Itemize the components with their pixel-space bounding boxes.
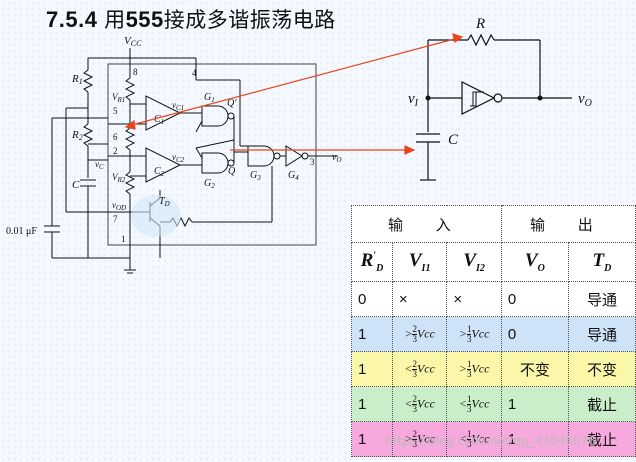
- header-vi2: VI2: [446, 242, 502, 282]
- group-output: 输 出: [500, 205, 636, 243]
- label-g4: G4: [288, 170, 299, 182]
- title-text-b: 接成多谐振荡电路: [163, 8, 336, 32]
- label-vo: vO: [578, 91, 592, 109]
- label-td: TD: [159, 196, 170, 208]
- cell-td: 不变: [567, 351, 636, 387]
- comparator-c1: [145, 95, 182, 131]
- transistor-highlight: [131, 195, 181, 237]
- resistor-div-3: [124, 171, 136, 195]
- label-vo: vO: [332, 152, 342, 164]
- resistor-r1: [82, 69, 94, 93]
- label-c1: C1: [154, 114, 164, 126]
- label-vcc: VCC: [124, 35, 142, 48]
- label-r: R: [475, 16, 485, 32]
- label-c: C: [72, 179, 80, 191]
- pin-1: 1: [121, 234, 126, 244]
- pin-4: 4: [192, 68, 197, 78]
- cell-vo: 0: [500, 281, 569, 317]
- label-q: Q: [228, 166, 236, 177]
- cell-rd: 1: [351, 316, 393, 352]
- title-text-a: 用: [104, 8, 126, 32]
- chip-outline: [107, 63, 317, 246]
- cell-vo: 不变: [500, 351, 569, 387]
- label-vr1: VR1: [112, 92, 125, 104]
- label-g1: G1: [204, 92, 215, 104]
- pin-6: 6: [113, 132, 118, 142]
- header-td: TD: [567, 242, 636, 282]
- label-q-prime: Q′: [227, 98, 237, 109]
- pin-8: 8: [133, 67, 138, 77]
- comparator-c2: [145, 147, 182, 183]
- cell-rd: 1: [351, 386, 393, 422]
- header-rd: R′D: [351, 242, 393, 282]
- pin-2: 2: [113, 146, 118, 156]
- label-r2: R2: [71, 129, 83, 142]
- cell-td: 截止: [567, 421, 636, 457]
- group-input: 输 入: [351, 205, 502, 243]
- label-g3: G3: [250, 170, 261, 182]
- label-g2: G2: [204, 178, 215, 190]
- pin-3: 3: [310, 157, 315, 167]
- resistor-r2: [82, 123, 94, 147]
- cell-rd: 1: [351, 351, 393, 387]
- pin-7: 7: [113, 214, 118, 224]
- label-c: C: [448, 132, 459, 148]
- header-vo: VO: [500, 242, 569, 282]
- label-vi: vI: [408, 91, 419, 109]
- cell-vo: 0: [500, 316, 569, 352]
- arrow-to-r: [127, 37, 459, 127]
- label-vod: vOD: [112, 200, 126, 212]
- watermark: https://blog.csdn.net/qq_43546676: [385, 434, 596, 448]
- resistor-div-2: [124, 127, 136, 151]
- cell-td: 导通: [567, 316, 636, 352]
- resistor-r: [467, 33, 495, 47]
- pin-5: 5: [113, 106, 118, 116]
- resistor-div-1: [124, 77, 136, 101]
- title-number: 7.5.4: [46, 7, 98, 32]
- truth-table: 输 入 输 出 R′D VI1 VI2 VO TD 0 × × 0 导通 1 >…: [351, 205, 636, 457]
- cell-td: 导通: [567, 281, 636, 317]
- header-vi1: VI1: [391, 242, 448, 282]
- label-r1: R1: [71, 73, 83, 86]
- label-vc2: vC2: [172, 152, 185, 164]
- table-row: 0 × × 0 导通: [351, 281, 636, 317]
- title-number-2: 555: [125, 7, 164, 32]
- label-cap-value: 0.01 μF: [6, 226, 37, 237]
- cell-vi2: ×: [446, 281, 502, 317]
- cell-vo: 1: [500, 386, 569, 422]
- cell-td: 截止: [567, 386, 636, 422]
- label-vr2: VR2: [112, 172, 126, 184]
- cell-vo: 1: [500, 421, 569, 457]
- label-c2: C2: [154, 166, 165, 178]
- page-title: 7.5.4 用555接成多谐振荡电路: [46, 4, 336, 34]
- label-vc: vC: [95, 159, 104, 171]
- cell-rd: 0: [351, 281, 393, 317]
- label-vc1: vC1: [172, 100, 184, 112]
- cell-vi1: ×: [391, 281, 448, 317]
- schmitt-buffer: [461, 81, 496, 115]
